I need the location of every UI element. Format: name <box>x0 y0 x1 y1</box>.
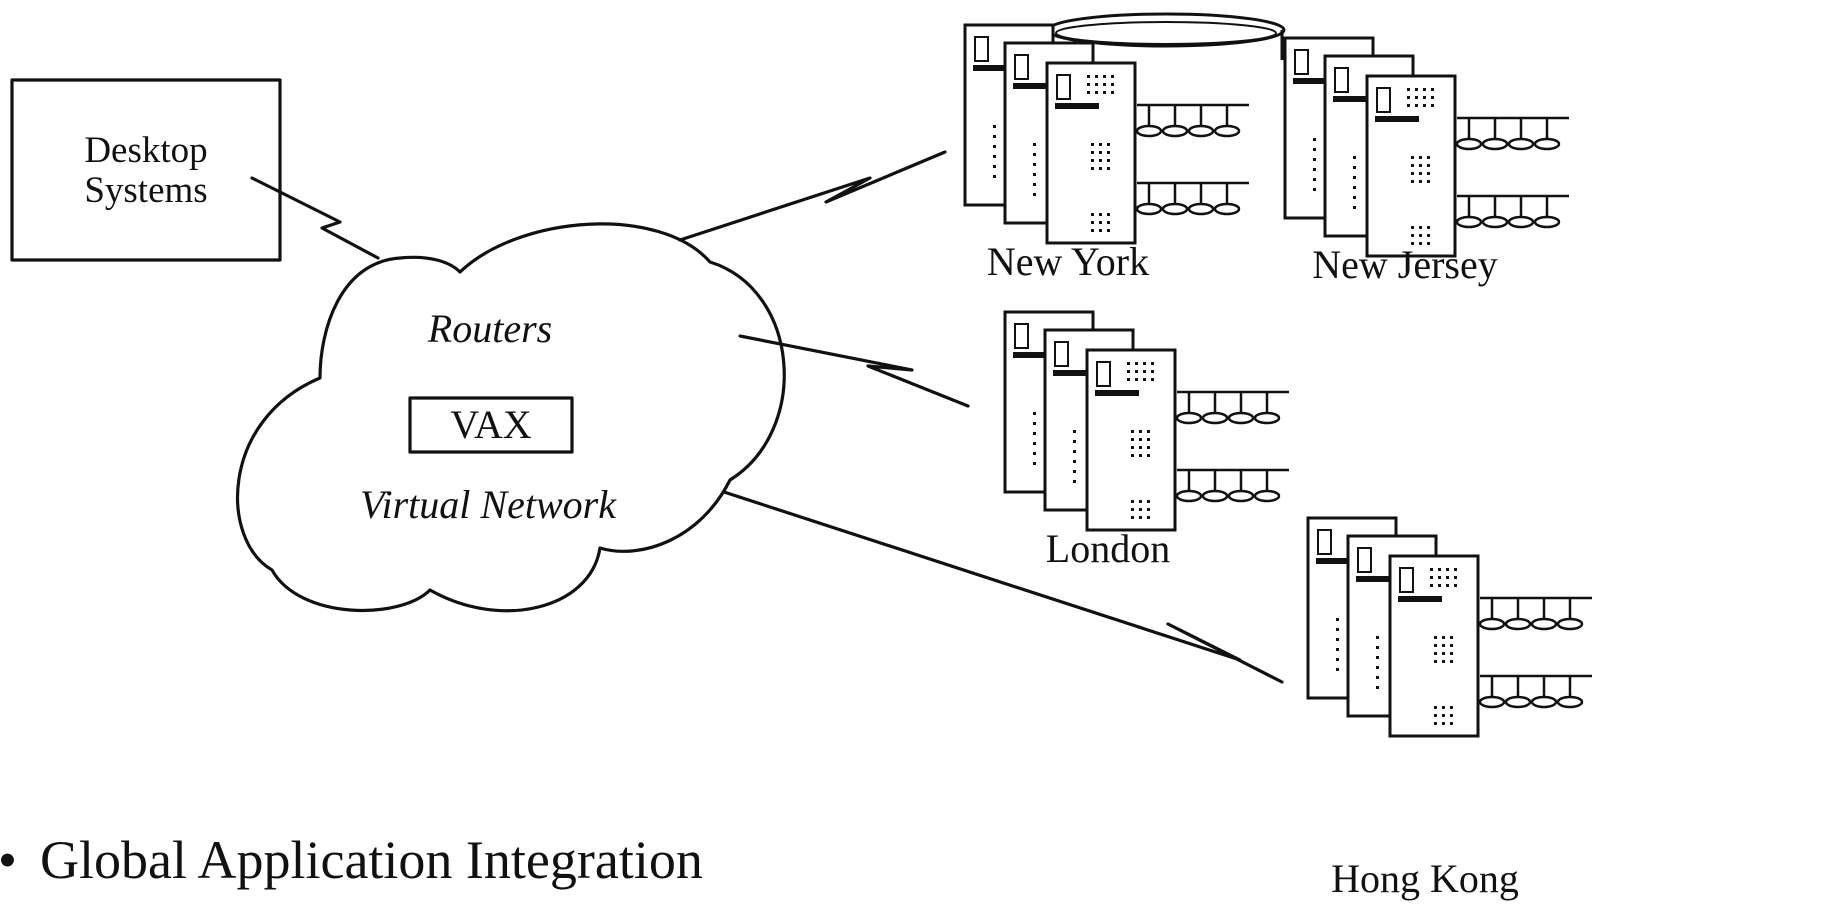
site-label-new-jersey: New Jersey <box>1312 242 1498 287</box>
new-jersey-servers <box>1285 38 1569 256</box>
desktop-systems-node: Desktop Systems <box>10 78 282 262</box>
desktop-label-line1: Desktop <box>84 130 207 171</box>
desktop-label-line2: Systems <box>84 170 207 211</box>
site-label-hong-kong: Hong Kong <box>1331 856 1519 901</box>
virtual-network-label: Virtual Network <box>360 482 617 527</box>
london-servers <box>1005 312 1289 530</box>
vax-box <box>408 396 574 454</box>
vax-node: VAX <box>408 396 574 454</box>
link-cloud-hong-kong <box>722 490 1284 684</box>
bullet-caption: • Global Application Integration <box>0 830 703 890</box>
desktop-box-frame <box>10 78 282 262</box>
site-label-new-york: New York <box>987 239 1149 284</box>
bullet-text: Global Application Integration <box>40 830 703 890</box>
cloud-outline <box>235 222 786 613</box>
link-cloud-london <box>738 334 970 408</box>
link-cloud-new-york <box>678 150 947 242</box>
link-desktop-cloud <box>250 176 380 260</box>
virtual-network-cloud: Routers VAX Virtual Network <box>235 222 786 613</box>
new-york-servers <box>965 25 1249 243</box>
hong-kong-servers <box>1308 518 1592 736</box>
site-label-london: London <box>1046 526 1170 571</box>
bullet-marker: • <box>0 830 17 890</box>
vax-label: VAX <box>450 402 532 447</box>
routers-label: Routers <box>427 306 552 351</box>
